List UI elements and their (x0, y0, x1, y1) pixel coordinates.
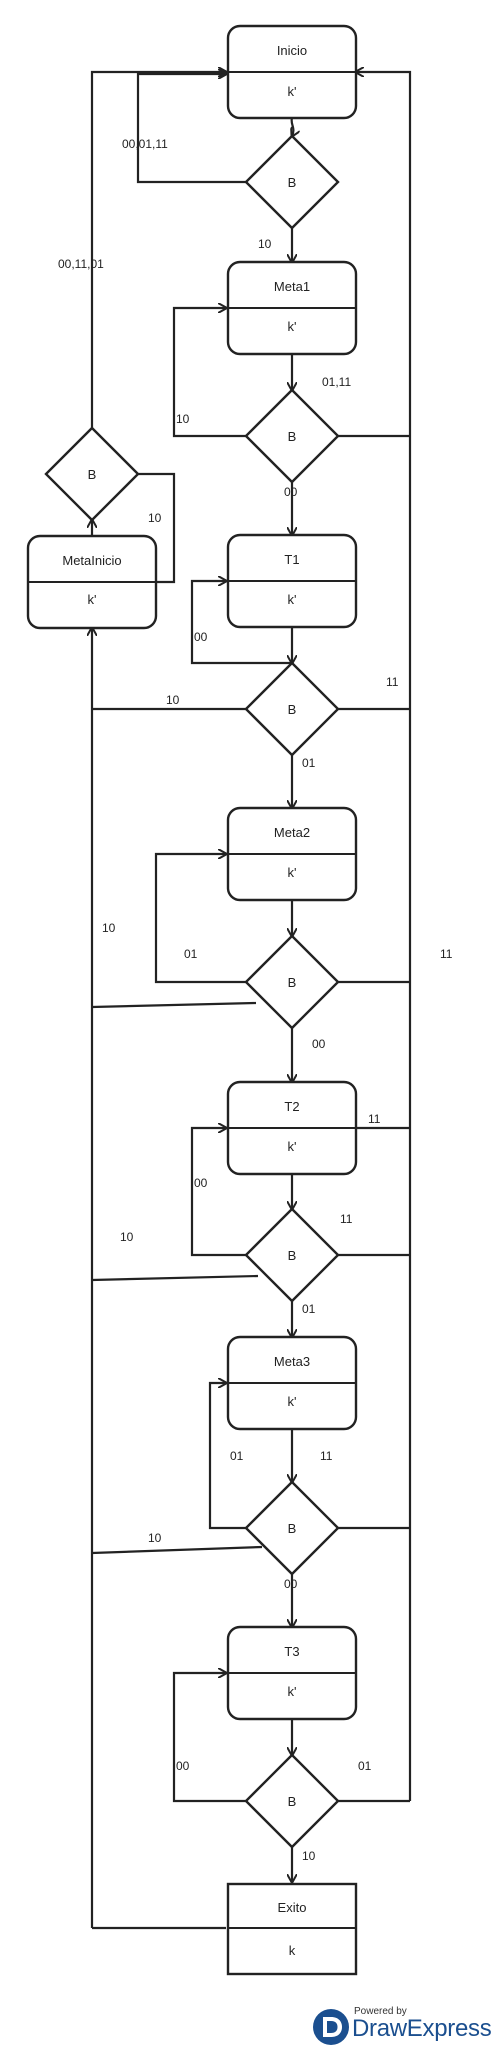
label-t1-self: 00 (194, 630, 208, 644)
label-t3-self: 00 (176, 1759, 190, 1773)
label-t2-self: 00 (194, 1176, 208, 1190)
decision-b3: B (244, 661, 340, 757)
label-metainicio-self: 10 (148, 511, 162, 525)
drawexpress-watermark: Powered by DrawExpress (312, 2004, 492, 2048)
edge-bm-self (138, 472, 176, 584)
decision-b2: B (244, 388, 340, 484)
state-meta2-title: Meta2 (274, 825, 310, 840)
label-inicio-self: 00,01,11 (122, 137, 168, 151)
label-meta1-back: 01,11 (322, 375, 351, 389)
state-meta2-output: k' (288, 865, 297, 880)
decision-bm: B (44, 426, 140, 522)
state-metainicio-output: k' (88, 592, 97, 607)
state-t1-output: k' (288, 592, 297, 607)
decision-b5: B (244, 1207, 340, 1303)
state-exito-output: k (289, 1943, 296, 1958)
state-exito-title: Exito (278, 1900, 307, 1915)
edge-b4-loop-meta2 (154, 854, 246, 984)
state-meta3-output: k' (288, 1394, 297, 1409)
label-meta1-to-t1: 00 (284, 485, 298, 499)
state-meta1-output: k' (288, 319, 297, 334)
label-meta2-back: 11 (440, 947, 453, 961)
state-inicio-title: Inicio (277, 43, 307, 58)
state-inicio-output: k' (288, 84, 297, 99)
edges (90, 72, 412, 1930)
label-inicio-to-meta1: 10 (258, 237, 272, 251)
decision-b7: B (244, 1753, 340, 1849)
decision-b6: B (244, 1480, 340, 1576)
edge-b3-loop-t1 (190, 581, 292, 665)
decision-b2-label: B (288, 429, 297, 444)
edge-bm-to-inicio (90, 72, 226, 428)
decision-b7-label: B (288, 1794, 297, 1809)
label-t1-to-metainicio: 10 (166, 693, 180, 707)
decision-b3-label: B (288, 702, 297, 717)
edge-b5-left (91, 1274, 259, 1282)
decision-b6-label: B (288, 1521, 297, 1536)
state-t2-output: k' (288, 1139, 297, 1154)
label-meta3-to-metainicio: 10 (148, 1531, 162, 1545)
drawexpress-logo-icon (313, 2009, 349, 2045)
decision-b4-label: B (288, 975, 297, 990)
state-t2: T2 k' (226, 1080, 358, 1176)
label-metainicio-to-inicio: 00,11,01 (58, 257, 104, 271)
edge-b6-loop-meta3 (208, 1383, 246, 1530)
label-meta3-self: 01 (230, 1449, 244, 1463)
decision-b5-label: B (288, 1248, 297, 1263)
state-meta3-title: Meta3 (274, 1354, 310, 1369)
edge-b1-loop-inicio (136, 74, 246, 184)
state-t3: T3 k' (226, 1625, 358, 1721)
state-t2-title: T2 (284, 1099, 299, 1114)
label-meta3-back: 11 (320, 1449, 333, 1463)
label-t3-to-exito: 10 (302, 1849, 316, 1863)
state-t3-output: k' (288, 1684, 297, 1699)
label-t2-to-metainicio: 10 (120, 1230, 134, 1244)
label-meta3-to-t3: 00 (284, 1577, 298, 1591)
edge-inicio-to-b1 (292, 117, 294, 136)
state-metainicio: MetaInicio k' (26, 534, 158, 630)
state-t1: T1 k' (226, 533, 358, 629)
edge-labels: 00,01,11 10 01,11 10 00 00,11,01 10 00 1… (58, 137, 453, 1863)
edge-b5-loop-t2 (190, 1128, 246, 1257)
state-meta1: Meta1 k' (226, 260, 358, 356)
label-meta1-self: 10 (176, 412, 190, 426)
state-exito: Exito k (226, 1882, 358, 1976)
decision-b1-label: B (288, 175, 297, 190)
edge-b2-loop-meta1 (172, 308, 246, 438)
label-t3-back: 01 (358, 1759, 372, 1773)
label-meta2-self: 01 (184, 947, 198, 961)
label-meta2-to-t2: 00 (312, 1037, 326, 1051)
edge-b7-loop-t3 (172, 1673, 246, 1803)
state-inicio: Inicio k' (226, 24, 358, 120)
edge-b6-left (91, 1545, 263, 1555)
label-t2-to-meta3: 01 (302, 1302, 316, 1316)
state-t1-title: T1 (284, 552, 299, 567)
watermark-powered-by: Powered by (354, 2006, 407, 2017)
state-meta3: Meta3 k' (226, 1335, 358, 1431)
state-meta2: Meta2 k' (226, 806, 358, 902)
edge-b4-left (91, 1001, 257, 1009)
label-t2-back: 11 (340, 1212, 353, 1226)
label-t1-to-meta2: 01 (302, 756, 316, 770)
decision-bm-label: B (88, 467, 97, 482)
state-meta1-title: Meta1 (274, 279, 310, 294)
watermark-brand: DrawExpress (352, 2015, 492, 2042)
label-t2-back-top: 11 (368, 1112, 381, 1126)
decision-b1: B (244, 134, 340, 230)
label-meta2-to-metainicio: 10 (102, 921, 116, 935)
state-metainicio-title: MetaInicio (62, 553, 121, 568)
edge-right-bus-to-inicio (356, 72, 412, 1801)
state-t3-title: T3 (284, 1644, 299, 1659)
label-t1-back: 11 (386, 675, 399, 689)
decision-b4: B (244, 934, 340, 1030)
